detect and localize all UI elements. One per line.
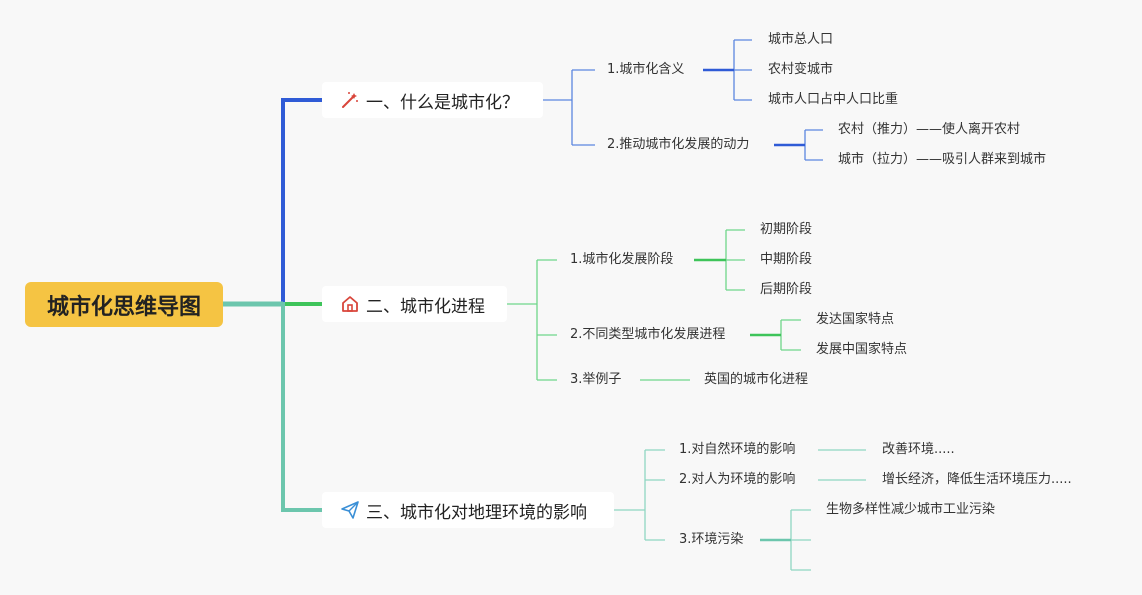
branch-2-label: 二、城市化进程 [366,296,485,317]
subtopic-1-1[interactable]: 1.城市化含义 [607,62,685,77]
branch-3-node[interactable]: 三、城市化对地理环境的影响 [322,492,614,528]
branch-1-label: 一、什么是城市化？ [366,92,519,113]
leaf-2-3-1[interactable]: 英国的城市化进程 [704,372,809,387]
leaf-3-3-1[interactable]: 生物多样性减少城市工业污染 [826,502,996,517]
leaf-2-2-1[interactable]: 发达国家特点 [816,312,895,327]
branch-3-lines [614,449,866,571]
branch-1-node[interactable]: 一、什么是城市化？ [322,82,543,118]
leaf-1-2-2[interactable]: 城市（拉力）——吸引人群来到城市 [838,152,1047,167]
home-icon [340,294,360,314]
magic-wand-icon [340,90,360,110]
subtopic-2-2[interactable]: 2.不同类型城市化发展进程 [570,327,726,342]
root-to-branch-1-line [223,98,322,306]
leaf-2-1-2[interactable]: 中期阶段 [760,252,813,267]
subtopic-3-1[interactable]: 1.对自然环境的影响 [679,442,796,457]
subtopic-2-1[interactable]: 1.城市化发展阶段 [570,252,674,267]
subtopic-1-2[interactable]: 2.推动城市化发展的动力 [607,137,750,152]
branch-3-label: 三、城市化对地理环境的影响 [366,502,587,523]
leaf-3-2-1[interactable]: 增长经济，降低生活环境压力..... [882,472,1072,487]
leaf-2-1-3[interactable]: 后期阶段 [760,282,813,297]
leaf-2-1-1[interactable]: 初期阶段 [760,222,813,237]
leaf-2-2-2[interactable]: 发展中国家特点 [816,342,908,357]
branch-2-node[interactable]: 二、城市化进程 [322,286,507,322]
leaf-1-1-2[interactable]: 农村变城市 [768,62,834,77]
send-icon [340,500,360,520]
leaf-3-1-1[interactable]: 改善环境..... [882,442,955,457]
root-node[interactable]: 城市化思维导图 [25,282,223,327]
root-to-branch-3-line [223,302,322,512]
subtopic-2-3[interactable]: 3.举例子 [570,372,622,387]
leaf-1-1-1[interactable]: 城市总人口 [768,32,834,47]
subtopic-3-3[interactable]: 3.环境污染 [679,532,744,547]
subtopic-3-2[interactable]: 2.对人为环境的影响 [679,472,796,487]
leaf-1-1-3[interactable]: 城市人口占中人口比重 [768,92,899,107]
leaf-1-2-1[interactable]: 农村（推力）——使人离开农村 [838,122,1021,137]
